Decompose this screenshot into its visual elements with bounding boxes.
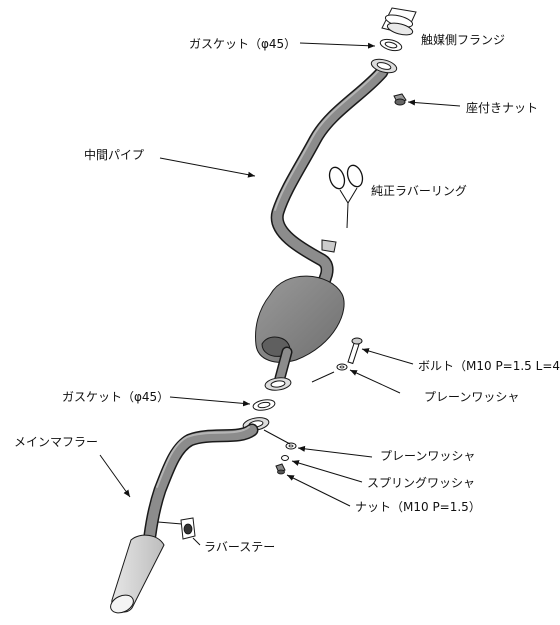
seat-nut-icon [393, 93, 407, 106]
rubber-ring-icon [328, 164, 364, 229]
label-spring-washer: スプリングワッシャ [367, 476, 475, 490]
spring-washer-icon [281, 455, 289, 461]
main-muffler-pipe [110, 417, 270, 614]
label-nut: ナット（M10 P=1.5） [355, 500, 481, 514]
catalyst-flange [381, 7, 417, 36]
label-gasket-mid: ガスケット（φ45） [62, 390, 169, 404]
label-rubber-ring: 純正ラバーリング [371, 184, 467, 198]
label-plain-washer-1: プレーンワッシャ [424, 390, 519, 404]
bolt-axis-line [311, 371, 335, 383]
nut-icon [275, 463, 286, 475]
label-plain-washer-2: プレーンワッシャ [380, 449, 475, 463]
rubber-stay-icon [180, 517, 196, 540]
plain-washer-2-icon [285, 442, 297, 450]
leader-lines [99, 42, 461, 546]
plain-washer-1-icon [336, 363, 348, 371]
gasket-top [379, 38, 403, 52]
muffler-body [255, 275, 345, 391]
center-pipe [270, 58, 398, 299]
label-catalyst-flange: 触媒側フランジ [421, 33, 505, 47]
gasket-mid [252, 399, 276, 411]
label-seat-nut: 座付きナット [466, 100, 538, 115]
label-rubber-stay: ラバーステー [204, 540, 275, 554]
bolt-icon [347, 337, 363, 365]
label-bolt: ボルト（M10 P=1.5 L=40） [418, 359, 560, 373]
label-center-pipe: 中間パイプ [84, 147, 144, 162]
label-gasket-top: ガスケット（φ45） [189, 37, 296, 51]
lower-bolt-axis-line [263, 429, 291, 445]
label-main-muffler: メインマフラー [14, 435, 98, 449]
